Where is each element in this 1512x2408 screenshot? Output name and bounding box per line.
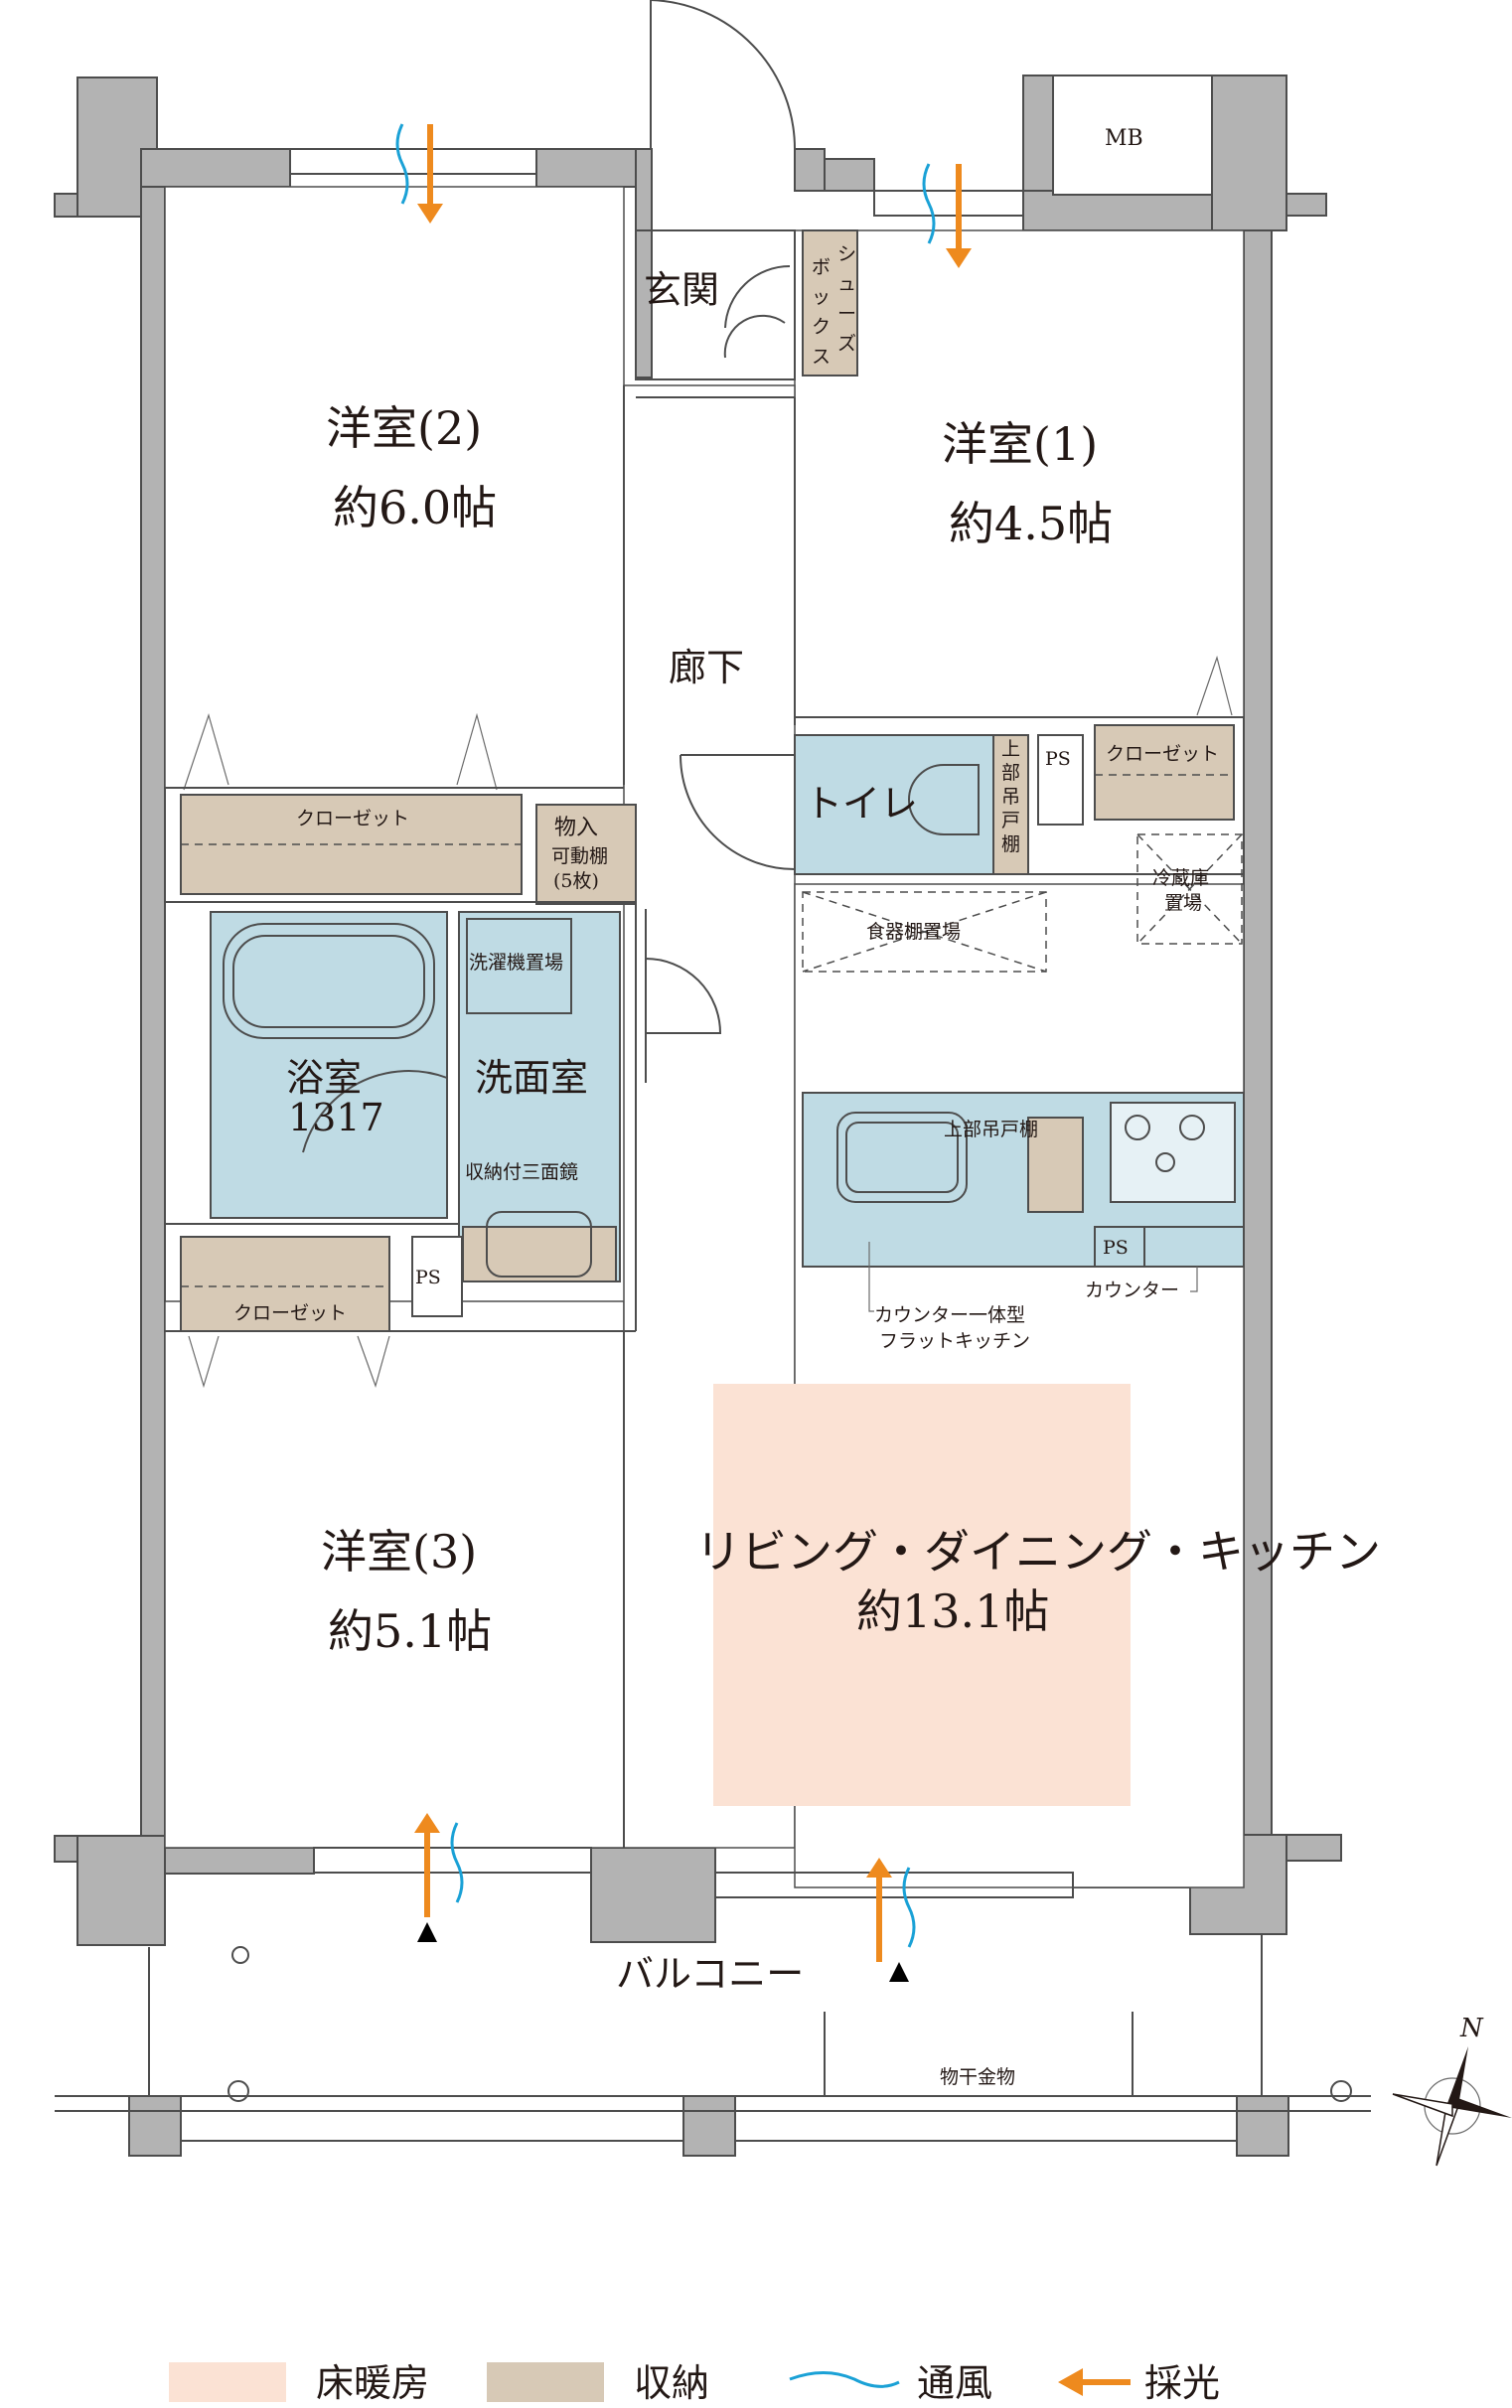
room-size-western-3: 約5.1帖 <box>328 1604 492 1658</box>
shoebox-col1-1: シ <box>837 243 856 265</box>
dish-shelf-area <box>802 891 1047 973</box>
legend-floor-heating-swatch <box>169 2362 286 2402</box>
compass-icon: N <box>1392 2014 1512 2167</box>
fridge-label-1: 冷蔵庫 <box>1152 867 1209 889</box>
legend-floor-heating-label: 床暖房 <box>316 2361 429 2405</box>
legend-ventilation-label: 通風 <box>917 2361 992 2405</box>
upper-cab-v1: 上 <box>1001 738 1020 760</box>
bath-washroom <box>210 909 722 1317</box>
shoebox-col1-3: ー <box>837 303 856 325</box>
storage-units <box>180 655 1235 1389</box>
western-room-3-floor <box>164 1300 625 1849</box>
washroom-label: 洗面室 <box>475 1056 588 1100</box>
daylight-arrows <box>395 123 972 1982</box>
room-name-western-1: 洋室(1) <box>942 417 1098 471</box>
closet-room3 <box>180 1236 390 1332</box>
washroom <box>458 911 621 1282</box>
upper-cab-v3: 吊 <box>1001 786 1020 808</box>
legend-daylight-label: 採光 <box>1144 2361 1220 2405</box>
upper-cabinet-label: 上部吊戸棚 <box>944 1119 1038 1140</box>
fridge-area <box>1136 833 1243 945</box>
toilet-room <box>680 734 1084 875</box>
drying-hardware-label: 物干金物 <box>940 2066 1015 2088</box>
bathroom <box>210 911 448 1219</box>
storage-label-3: (5枚) <box>553 870 599 892</box>
kitchen-type-label-1: カウンター一体型 <box>874 1304 1025 1326</box>
storage-movable-shelf <box>535 804 637 905</box>
closet-label-room2: クローゼット <box>296 808 409 829</box>
balcony-label: バルコニー <box>616 1952 804 1996</box>
floor-heating-area <box>713 1384 1131 1806</box>
closet-label-room1: クローゼット <box>1106 743 1219 765</box>
bath-size-label: 1317 <box>288 1096 384 1139</box>
upper-cab-v4: 戸 <box>1001 810 1020 831</box>
room-size-western-1: 約4.5帖 <box>949 497 1113 550</box>
left-bottom-column <box>76 1835 166 1946</box>
labels: 洋室(2) 約6.0帖 洋室(1) 約4.5帖 洋室(3) 約5.1帖 リビング… <box>233 126 1381 2088</box>
room-name-western-3: 洋室(3) <box>321 1525 477 1579</box>
ventilation-icon <box>789 2371 900 2388</box>
bath-name-label: 浴室 <box>286 1056 362 1100</box>
room-size-western-2: 約6.0帖 <box>333 481 497 534</box>
compass-n-label: N <box>1459 2014 1484 2043</box>
entrance-label: 玄関 <box>644 268 719 312</box>
kitchen-type-label-2: フラットキッチン <box>879 1330 1030 1352</box>
entrance <box>635 0 858 398</box>
shoebox-col1-2: ュ <box>837 273 856 295</box>
shoebox-col2-4: ス <box>812 346 831 368</box>
mb-label: MB <box>1105 126 1143 151</box>
shoebox-col2-2: ッ <box>812 286 831 308</box>
mirror-label: 収納付三面鏡 <box>465 1161 578 1183</box>
fridge-label-2: 置場 <box>1164 892 1202 914</box>
room-name-ldk: リビング・ダイニング・キッチン <box>695 1525 1381 1579</box>
shoebox-col1-4: ズ <box>837 333 856 355</box>
counter-label: カウンター <box>1085 1279 1179 1301</box>
toilet-label: トイレ <box>805 782 918 826</box>
upper-cab-v2: 部 <box>1001 762 1020 784</box>
right-top-column <box>1211 75 1287 231</box>
balcony <box>55 1934 1371 2142</box>
room-name-western-2: 洋室(2) <box>326 401 482 455</box>
shoebox-col2-3: ク <box>812 316 831 338</box>
western-room-2-floor <box>164 186 625 789</box>
upper-cab-v5: 棚 <box>1001 833 1020 855</box>
closet-room1 <box>1094 724 1235 821</box>
washer-label: 洗濯機置場 <box>469 952 563 974</box>
ps-label-toilet: PS <box>1045 748 1071 770</box>
legend-storage-swatch <box>487 2362 604 2402</box>
dish-shelf-label: 食器棚置場 <box>866 921 961 943</box>
closet-label-room3: クローゼット <box>233 1302 347 1324</box>
shoe-box <box>802 229 858 376</box>
shoebox-col2-1: ボ <box>812 256 831 278</box>
storage-label-1: 物入 <box>554 816 598 840</box>
ps-label-kitchen: PS <box>1103 1237 1129 1259</box>
legend: 床暖房 収納 通風 採光 <box>169 2361 1220 2405</box>
ps-label-bath: PS <box>415 1267 441 1288</box>
room-size-ldk: 約13.1帖 <box>856 1584 1049 1638</box>
storage-label-2: 可動棚 <box>551 845 608 867</box>
hallway-label: 廊下 <box>669 646 744 689</box>
western-room-1-floor <box>794 229 1245 718</box>
kitchen <box>802 1092 1245 1268</box>
interior-walls <box>165 716 1244 1848</box>
legend-storage-label: 収納 <box>634 2361 709 2405</box>
